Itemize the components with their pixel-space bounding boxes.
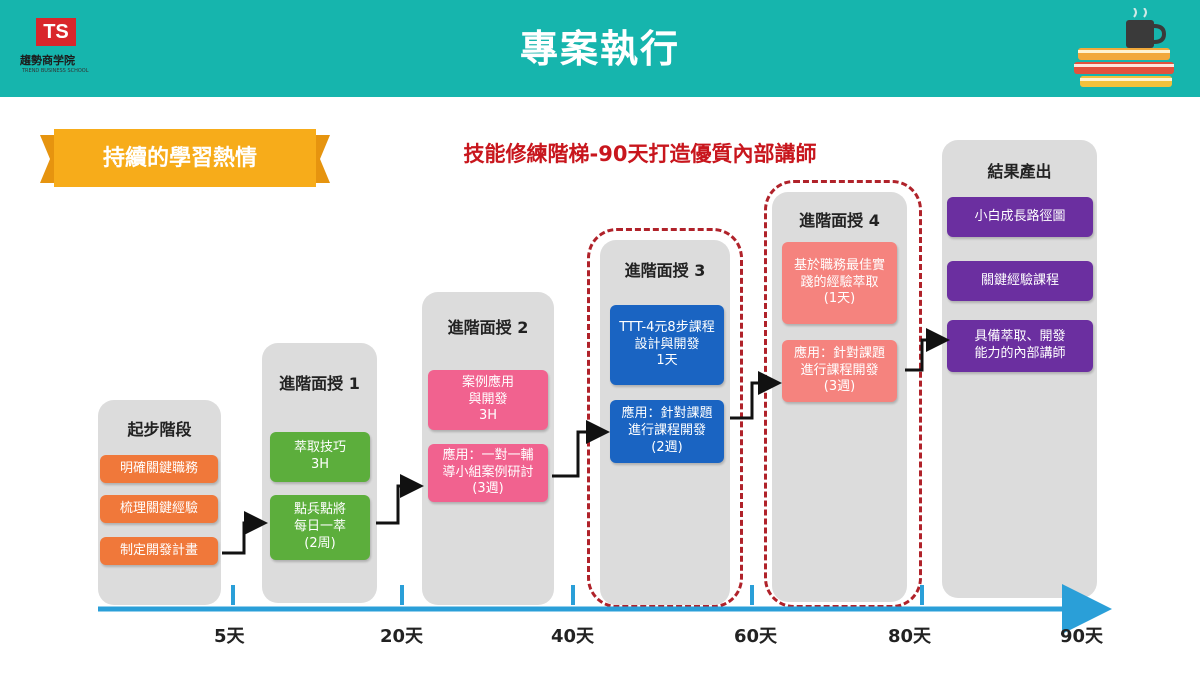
step-box: 具備萃取、開發 能力的內部講師 bbox=[947, 320, 1093, 372]
connector-arrow bbox=[905, 328, 950, 372]
connector-arrow bbox=[552, 420, 610, 478]
timeline-label: 60天 bbox=[734, 626, 778, 647]
step-box: 制定開發計畫 bbox=[100, 537, 218, 565]
banner-text: 持續的學習熱情 bbox=[102, 146, 257, 171]
connector-arrow bbox=[376, 474, 424, 525]
step-box: TTT-4元8步課程 設計與開發 1天 bbox=[610, 305, 724, 385]
diagram-subtitle: 技能修練階梯-90天打造優質內部講師 bbox=[463, 142, 817, 166]
step-box: 梳理關鍵經驗 bbox=[100, 495, 218, 523]
timeline-label: 90天 bbox=[1060, 626, 1104, 647]
connector-arrow bbox=[730, 371, 782, 420]
header-bar: TS 趨勢商学院 TREND BUSINESS SCHOOL 專案執行 bbox=[0, 0, 1200, 97]
stage-title: 進階面授 2 bbox=[447, 318, 529, 337]
stage-title: 起步階段 bbox=[127, 420, 192, 439]
stage-title: 進階面授 1 bbox=[279, 374, 360, 393]
logo-name: 趨勢商学院 bbox=[20, 54, 75, 67]
step-box: 應用：針對課題 進行課程開發 (3週) bbox=[782, 340, 897, 402]
timeline-label: 40天 bbox=[551, 626, 595, 647]
step-box: 明確關鍵職務 bbox=[100, 455, 218, 483]
step-box: 應用：一對一輔 導小組案例研討 (3週) bbox=[428, 444, 548, 502]
timeline-label: 80天 bbox=[888, 626, 932, 647]
stage-title: 進階面授 4 bbox=[799, 211, 880, 230]
timeline-label: 20天 bbox=[380, 626, 424, 647]
step-box: 基於職務最佳實 踐的經驗萃取 (1天) bbox=[782, 242, 897, 324]
logo: TS 趨勢商学院 TREND BUSINESS SCHOOL bbox=[18, 14, 108, 84]
page-title: 專案執行 bbox=[519, 27, 680, 71]
step-box: 關鍵經驗課程 bbox=[947, 261, 1093, 301]
step-box: 案例應用 與開發 3H bbox=[428, 370, 548, 430]
timeline-label: 5天 bbox=[214, 626, 245, 647]
logo-subtitle: TREND BUSINESS SCHOOL bbox=[22, 68, 89, 74]
books-coffee-icon bbox=[1074, 8, 1174, 87]
stage-title: 進階面授 3 bbox=[624, 261, 706, 280]
banner-ribbon bbox=[40, 129, 330, 187]
step-box: 應用：針對課題 進行課程開發 (2週) bbox=[610, 400, 724, 463]
connector-arrow bbox=[222, 511, 268, 555]
step-box: 點兵點將 每日一萃 (2周) bbox=[270, 495, 370, 560]
logo-mark: TS bbox=[36, 18, 76, 46]
stage-title: 結果產出 bbox=[987, 162, 1052, 181]
step-box: 萃取技巧 3H bbox=[270, 432, 370, 482]
step-box: 小白成長路徑圖 bbox=[947, 197, 1093, 237]
